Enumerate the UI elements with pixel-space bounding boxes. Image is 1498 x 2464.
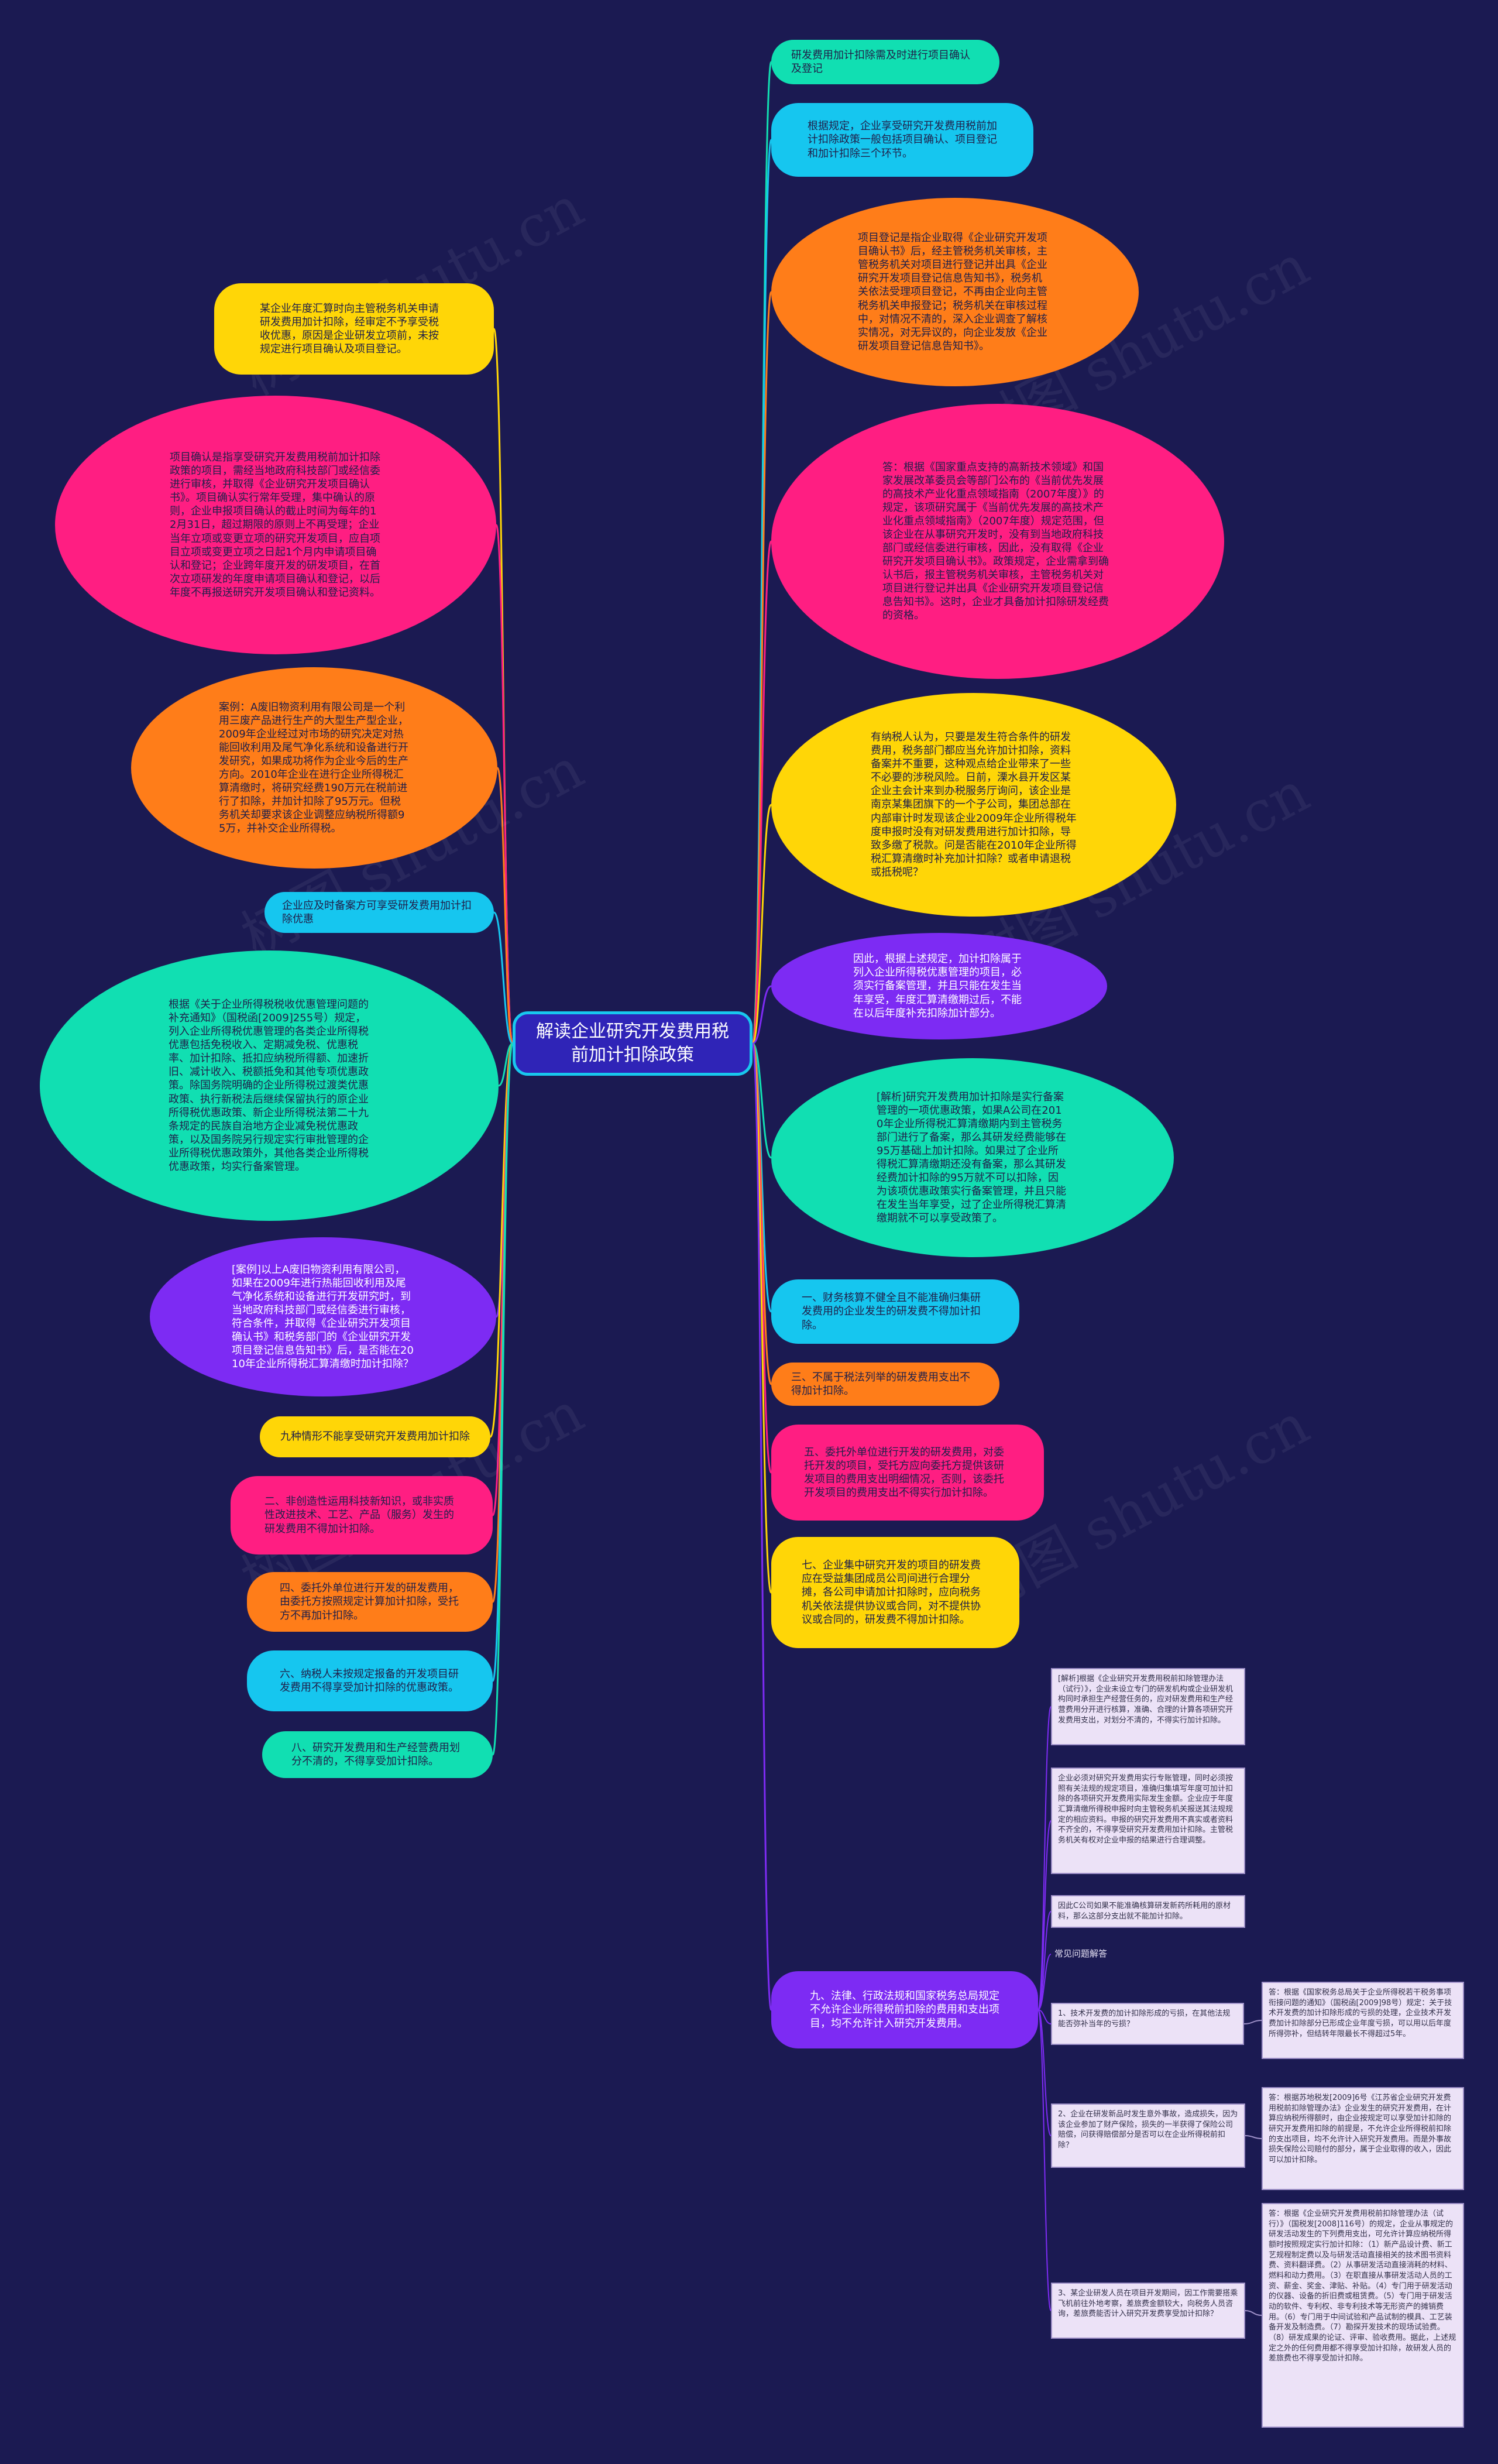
node-text: 项目登记是指企业取得《企业研究开发项目确认书》后，经主管税务机关审核，主管税务机…	[858, 232, 1047, 352]
node-text: 研发费用加计扣除需及时进行项目确认及登记	[791, 49, 970, 75]
connector-line	[498, 1042, 513, 1087]
connector-line	[1243, 2020, 1262, 2024]
node-text: 九、法律、行政法规和国家税务总局规定不允许企业所得税前扣除的费用和支出项目，均不…	[810, 1990, 999, 2030]
left-node-8[interactable]: 二、非创造性运用科技新知识，或非实质性改进技术、工艺、产品（服务）发生的研发费用…	[231, 1476, 493, 1554]
node-text: 根据规定，企业享受研究开发费用税前加计扣除政策一般包括项目确认、项目登记和加计扣…	[808, 120, 997, 160]
left-node-2[interactable]: 项目确认是指享受研究开发费用税前加计扣除政策的项目，需经当地政府科技部门或经信委…	[55, 396, 496, 654]
right-node-5[interactable]: 有纳税人认为，只要是发生符合条件的研发费用，税务部门都应当允许加计扣除，资料备案…	[771, 693, 1176, 917]
node-text: 二、非创造性运用科技新知识，或非实质性改进技术、工艺、产品（服务）发生的研发费用…	[264, 1495, 454, 1535]
faq-label: 常见问题解答	[1054, 1948, 1108, 1959]
left-node-10[interactable]: 六、纳税人未按规定报备的开发项目研发费用不得享受加计扣除的优惠政策。	[247, 1650, 493, 1711]
node-text: 一、财务核算不健全且不能准确归集研发费用的企业发生的研发费不得加计扣除。	[802, 1292, 981, 1331]
node-text: [解析]研究开发费用加计扣除是实行备案管理的一项优惠政策，如果A公司在2010年…	[877, 1090, 1066, 1225]
connector-line	[751, 804, 772, 1045]
right-node-8[interactable]: 一、财务核算不健全且不能准确归集研发费用的企业发生的研发费不得加计扣除。	[771, 1279, 1019, 1344]
connector-line	[752, 985, 772, 1045]
node-text: 三、不属于税法列举的研发费用支出不得加计扣除。	[791, 1371, 970, 1397]
connector-line	[751, 1042, 772, 1159]
left-node-1[interactable]: 某企业年度汇算时向主管税务机关申请研发费用加计扣除，经审定不予享受税收优惠，原因…	[214, 283, 494, 375]
right-node-4[interactable]: 答：根据《国家重点支持的高新技术领域》和国家发展改革委员会等部门公布的《当前优先…	[771, 404, 1224, 679]
right-node-1[interactable]: 研发费用加计扣除需及时进行项目确认及登记	[771, 40, 999, 84]
connector-line	[1037, 1820, 1052, 2010]
note-card-1[interactable]: [解析]根据《企业研究开发费用税前扣除管理办法（试行）》，企业未设立专门的研发机…	[1051, 1668, 1245, 1745]
right-node-11[interactable]: 七、企业集中研究开发的项目的研发费应在受益集团成员公司间进行合理分摊，各公司申请…	[771, 1537, 1019, 1648]
node-text: 某企业年度汇算时向主管税务机关申请研发费用加计扣除，经审定不予享受税收优惠，原因…	[260, 302, 439, 356]
connector-line	[1245, 2135, 1262, 2139]
root-node[interactable]: 解读企业研究开发费用税前加计扣除政策	[513, 1011, 753, 1076]
left-node-5[interactable]: 根据《关于企业所得税税收优惠管理问题的补充通知》（国税函[2009]255号）规…	[40, 950, 499, 1221]
note-answer-2[interactable]: 答：根据苏地税发[2009]6号《江苏省企业研究开发费用税前扣除管理办法》企业发…	[1262, 2087, 1464, 2190]
node-text: 答：根据《国家重点支持的高新技术领域》和国家发展改革委员会等部门公布的《当前优先…	[882, 461, 1109, 622]
right-node-10[interactable]: 五、委托外单位进行开发的研发费用，对委托开发的项目，受托方应向委托方提供该研发项…	[771, 1425, 1044, 1521]
left-node-3[interactable]: 案例：A废旧物资利用有限公司是一个利用三废产品进行生产的大型生产型企业，2009…	[131, 667, 497, 869]
left-node-11[interactable]: 八、研究开发费用和生产经营费用划分不清的，不得享受加计扣除。	[262, 1731, 493, 1778]
connector-line	[493, 911, 514, 1045]
connector-line	[496, 767, 514, 1045]
note-card-5[interactable]: 2、企业在研发新品时发生意外事故，造成损失，因为该企业参加了财产保险，损失的一半…	[1051, 2103, 1245, 2168]
connector-line	[751, 540, 772, 1045]
node-text: 四、委托外单位进行开发的研发费用，由委托方按照规定计算加计扣除，受托方不再加计扣…	[280, 1582, 459, 1622]
right-node-7[interactable]: [解析]研究开发费用加计扣除是实行备案管理的一项优惠政策，如果A公司在2010年…	[771, 1058, 1174, 1257]
right-node-9[interactable]: 三、不属于税法列举的研发费用支出不得加计扣除。	[771, 1363, 999, 1406]
note-answer-3[interactable]: 答：根据《企业研究开发费用税前扣除管理办法（试行）》（国税发[2008]116号…	[1262, 2203, 1464, 2428]
left-node-7[interactable]: 九种情形不能享受研究开发费用加计扣除	[260, 1416, 490, 1457]
right-node-2[interactable]: 根据规定，企业享受研究开发费用税前加计扣除政策一般包括项目确认、项目登记和加计扣…	[771, 103, 1033, 177]
connector-line	[1037, 2009, 1052, 2136]
note-card-6[interactable]: 3、某企业研发人员在项目开发期间，因工作需要搭乘飞机前往外地考察，差旅费金额较大…	[1051, 2283, 1245, 2339]
right-node-3[interactable]: 项目登记是指企业取得《企业研究开发项目确认书》后，经主管税务机关审核，主管税务机…	[771, 198, 1139, 386]
connector-line	[1037, 2009, 1052, 2024]
node-text: [案例]以上A废旧物资利用有限公司，如果在2009年进行热能回收利用及尾气净化系…	[232, 1263, 414, 1371]
connector-line	[492, 1042, 514, 1756]
node-text: 五、委托外单位进行开发的研发费用，对委托开发的项目，受托方应向委托方提供该研发项…	[804, 1446, 1004, 1499]
node-text: 根据《关于企业所得税税收优惠管理问题的补充通知》（国税函[2009]255号）规…	[169, 998, 369, 1173]
node-text: 有纳税人认为，只要是发生符合条件的研发费用，税务部门都应当允许加计扣除，资料备案…	[871, 731, 1077, 878]
note-card-4[interactable]: 1、技术开发费的加计扣除形成的亏损，在其他法规能否弥补当年的亏损？	[1051, 2003, 1244, 2045]
node-text: 项目确认是指享受研究开发费用税前加计扣除政策的项目，需经当地政府科技部门或经信委…	[170, 451, 380, 599]
note-answer-1[interactable]: 答：根据《国家税务总局关于企业所得税若干税务事项衔接问题的通知》（国税函[200…	[1262, 1982, 1464, 2059]
note-card-2[interactable]: 企业必须对研究开发费用实行专账管理，同时必须按照有关法规的规定项目，准确归集填写…	[1051, 1768, 1245, 1874]
node-text: 七、企业集中研究开发的项目的研发费应在受益集团成员公司间进行合理分摊，各公司申请…	[802, 1559, 981, 1626]
connector-line	[495, 524, 514, 1045]
connector-line	[1037, 1911, 1052, 2010]
connector-line	[1037, 2009, 1052, 2311]
left-node-9[interactable]: 四、委托外单位进行开发的研发费用，由委托方按照规定计算加计扣除，受托方不再加计扣…	[247, 1572, 493, 1632]
node-text: 九种情形不能享受研究开发费用加计扣除	[280, 1430, 470, 1443]
connector-line	[1245, 2310, 1262, 2316]
node-text: 八、研究开发费用和生产经营费用划分不清的，不得享受加计扣除。	[291, 1741, 460, 1768]
node-text: 因此，根据上述规定，加计扣除属于列入企业所得税优惠管理的项目，必须实行备案管理，…	[853, 953, 1022, 1020]
connector-line	[751, 1042, 772, 2011]
right-node-12[interactable]: 九、法律、行政法规和国家税务总局规定不允许企业所得税前扣除的费用和支出项目，均不…	[771, 1971, 1038, 2048]
right-node-6[interactable]: 因此，根据上述规定，加计扣除属于列入企业所得税优惠管理的项目，必须实行备案管理，…	[771, 933, 1107, 1039]
node-text: 六、纳税人未按规定报备的开发项目研发费用不得享受加计扣除的优惠政策。	[280, 1667, 459, 1694]
node-text: 企业应及时备案方可享受研发费用加计扣除优惠	[282, 899, 472, 925]
left-node-4[interactable]: 企业应及时备案方可享受研发费用加计扣除优惠	[264, 892, 494, 933]
connector-line	[1037, 1954, 1052, 2010]
node-text: 案例：A废旧物资利用有限公司是一个利用三废产品进行生产的大型生产型企业，2009…	[219, 701, 408, 835]
left-node-6[interactable]: [案例]以上A废旧物资利用有限公司，如果在2009年进行热能回收利用及尾气净化系…	[150, 1237, 496, 1396]
note-card-3[interactable]: 因此C公司如果不能准确核算研发新药所耗用的原材料，那么这部分支出就不能加计扣除。	[1051, 1895, 1245, 1928]
